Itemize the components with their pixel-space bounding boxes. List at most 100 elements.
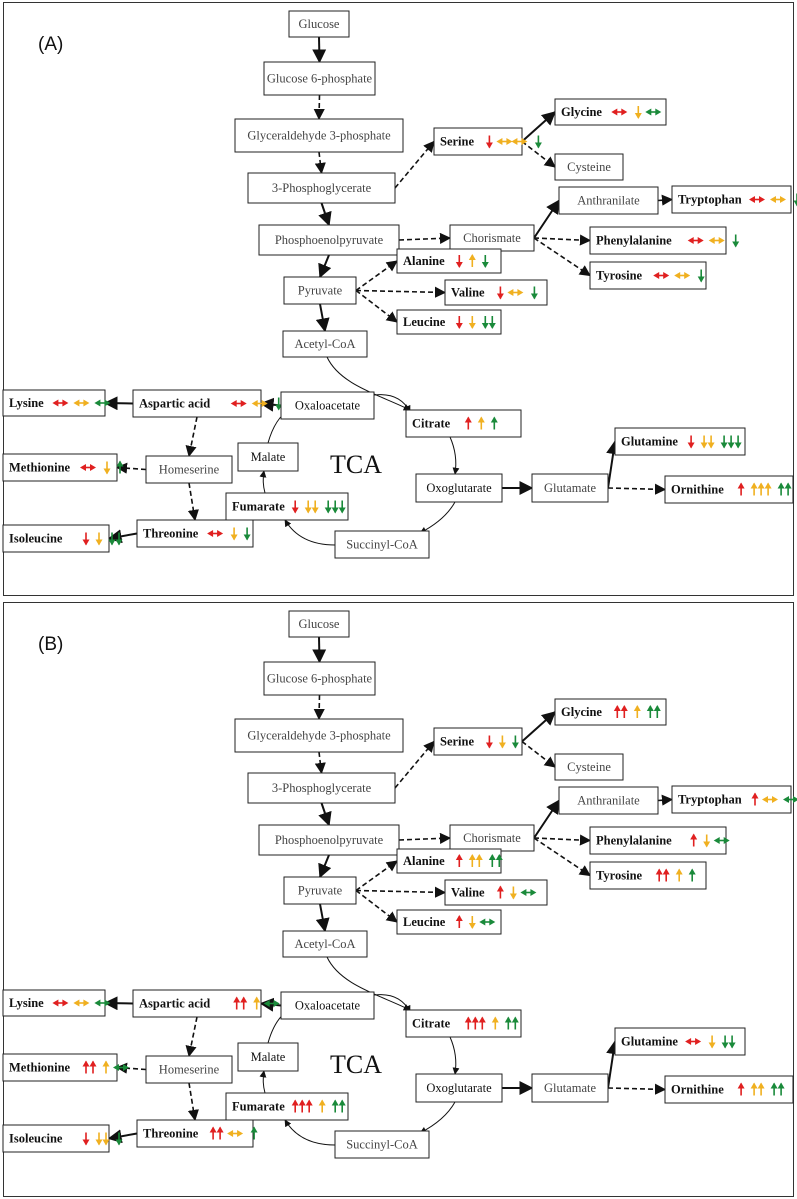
node-label: Fumarate [232, 500, 285, 514]
change-red-up-icon [82, 1060, 90, 1074]
node-label: 3-Phosphoglycerate [272, 181, 372, 195]
node-label: Tryptophan [678, 193, 742, 207]
edge-g6p-to-g3p [313, 94, 325, 121]
node-label: Pyruvate [298, 284, 343, 298]
change-orange-up-icon [750, 1082, 758, 1096]
edge-oxaloacetate-to-citrate [373, 394, 411, 413]
edge-pyruvate-to-acetylcoa [315, 903, 330, 933]
node-label: Methionine [9, 461, 71, 475]
change-orange-up-icon [757, 482, 765, 496]
change-green-down-icon [481, 255, 489, 268]
change-red-down-icon [485, 135, 493, 149]
change-green-down-icon [721, 1035, 729, 1049]
change-orange-down-icon [509, 886, 517, 900]
edge-chorismate-to-phenylalanine [533, 834, 592, 846]
node-pg3: 3-Phosphoglycerate [247, 772, 396, 804]
change-orange-up-icon [491, 1016, 499, 1030]
node-label: Oxoglutarate [426, 481, 492, 495]
node-label: Serine [440, 735, 474, 749]
node-label: Homeserine [159, 1063, 220, 1077]
change-red-down-icon [687, 435, 695, 449]
node-label: Phenylalanine [596, 834, 672, 848]
node-label: Glucose 6-phosphate [267, 72, 373, 86]
edge-g3p-to-pg3 [314, 151, 326, 175]
node-glycine: Glycine [554, 98, 667, 126]
node-label: Chorismate [463, 831, 521, 845]
node-glucose: Glucose [288, 610, 350, 638]
change-orange-down-icon [468, 916, 476, 929]
change-red-unchanged-icon [80, 464, 96, 471]
change-green-down-icon [720, 435, 728, 449]
edge-chorismate-to-phenylalanine [533, 234, 592, 246]
edge-serine-to-cysteine [521, 740, 556, 768]
node-label: Tyrosine [596, 269, 643, 283]
edge-pep-to-pyruvate [318, 854, 332, 879]
change-orange-down-icon [103, 461, 111, 475]
node-label: Homeserine [159, 463, 220, 477]
node-homeserine: Homeserine [145, 1055, 233, 1084]
node-chorismate: Chorismate [449, 224, 535, 252]
change-red-unchanged-icon [687, 237, 704, 244]
change-red-up-icon [89, 1060, 97, 1074]
node-label: Succinyl-CoA [346, 1138, 418, 1152]
node-label: Fumarate [232, 1100, 285, 1114]
change-red-up-icon [662, 868, 670, 882]
change-orange-up-icon [475, 854, 483, 867]
node-malate: Malate [237, 1042, 299, 1072]
change-green-unchanged-icon [479, 918, 496, 926]
edge-g3p-to-pg3 [314, 751, 326, 775]
change-orange-down-icon [703, 834, 711, 848]
edge-citrate-to-oxoglutarate [449, 1036, 460, 1075]
change-green-down-icon [728, 1035, 736, 1049]
node-valine: Valine [444, 279, 548, 306]
change-orange-up-icon [764, 482, 772, 496]
change-red-down-icon [496, 286, 504, 300]
node-alanine: Alanine [396, 248, 502, 274]
change-red-down-icon [485, 735, 493, 749]
node-cysteine: Cysteine [554, 753, 624, 781]
node-g6p: Glucose 6-phosphate [263, 661, 376, 696]
node-label: Threonine [143, 527, 199, 541]
change-red-down-icon [82, 1132, 90, 1146]
node-label: Alanine [403, 854, 445, 868]
edge-acetylcoa-to-citrate [326, 956, 411, 1011]
node-oxaloacetate: Oxaloacetate [280, 391, 375, 420]
node-fumarate: Fumarate [225, 492, 349, 521]
change-red-up-icon [464, 1016, 472, 1030]
edge-glutamate-to-ornithine [607, 483, 667, 495]
change-red-down-icon [455, 255, 463, 268]
node-label: Isoleucine [9, 532, 63, 546]
node-label: Valine [451, 286, 485, 300]
node-label: Cysteine [567, 760, 611, 774]
node-label: Glutamate [544, 1081, 597, 1095]
node-pyruvate: Pyruvate [283, 876, 357, 905]
change-red-unchanged-icon [653, 272, 670, 279]
change-green-down-icon [115, 1132, 123, 1146]
change-red-up-icon [209, 1126, 217, 1140]
edge-chorismate-to-tyrosine [533, 237, 591, 277]
node-isoleucine: Isoleucine [2, 524, 123, 553]
change-green-unchanged-icon [520, 889, 537, 896]
change-green-down-icon [697, 269, 705, 283]
node-glutamate: Glutamate [531, 473, 609, 503]
edge-oxaloacetate-to-citrate [373, 994, 411, 1013]
edge-pep-to-chorismate [398, 232, 452, 244]
node-label: Ornithine [671, 483, 724, 497]
change-green-up-icon [646, 705, 654, 718]
edge-serine-to-cysteine [521, 140, 556, 168]
node-label: Glucose [299, 17, 340, 31]
node-aspartic: Aspartic acid [132, 989, 280, 1018]
change-green-down-icon [727, 435, 735, 449]
node-homeserine: Homeserine [145, 455, 233, 484]
change-red-up-icon [298, 1099, 306, 1113]
change-green-up-icon [250, 1126, 258, 1140]
change-red-up-icon [737, 482, 745, 496]
change-red-unchanged-icon [230, 400, 247, 407]
change-green-down-icon [793, 193, 797, 207]
change-orange-unchanged-icon [251, 400, 268, 407]
node-citrate: Citrate [405, 1009, 522, 1038]
change-orange-unchanged-icon [674, 272, 691, 279]
change-red-up-icon [620, 705, 628, 718]
change-orange-unchanged-icon [708, 237, 725, 244]
node-acetylcoa: Acetyl-CoA [282, 930, 368, 958]
